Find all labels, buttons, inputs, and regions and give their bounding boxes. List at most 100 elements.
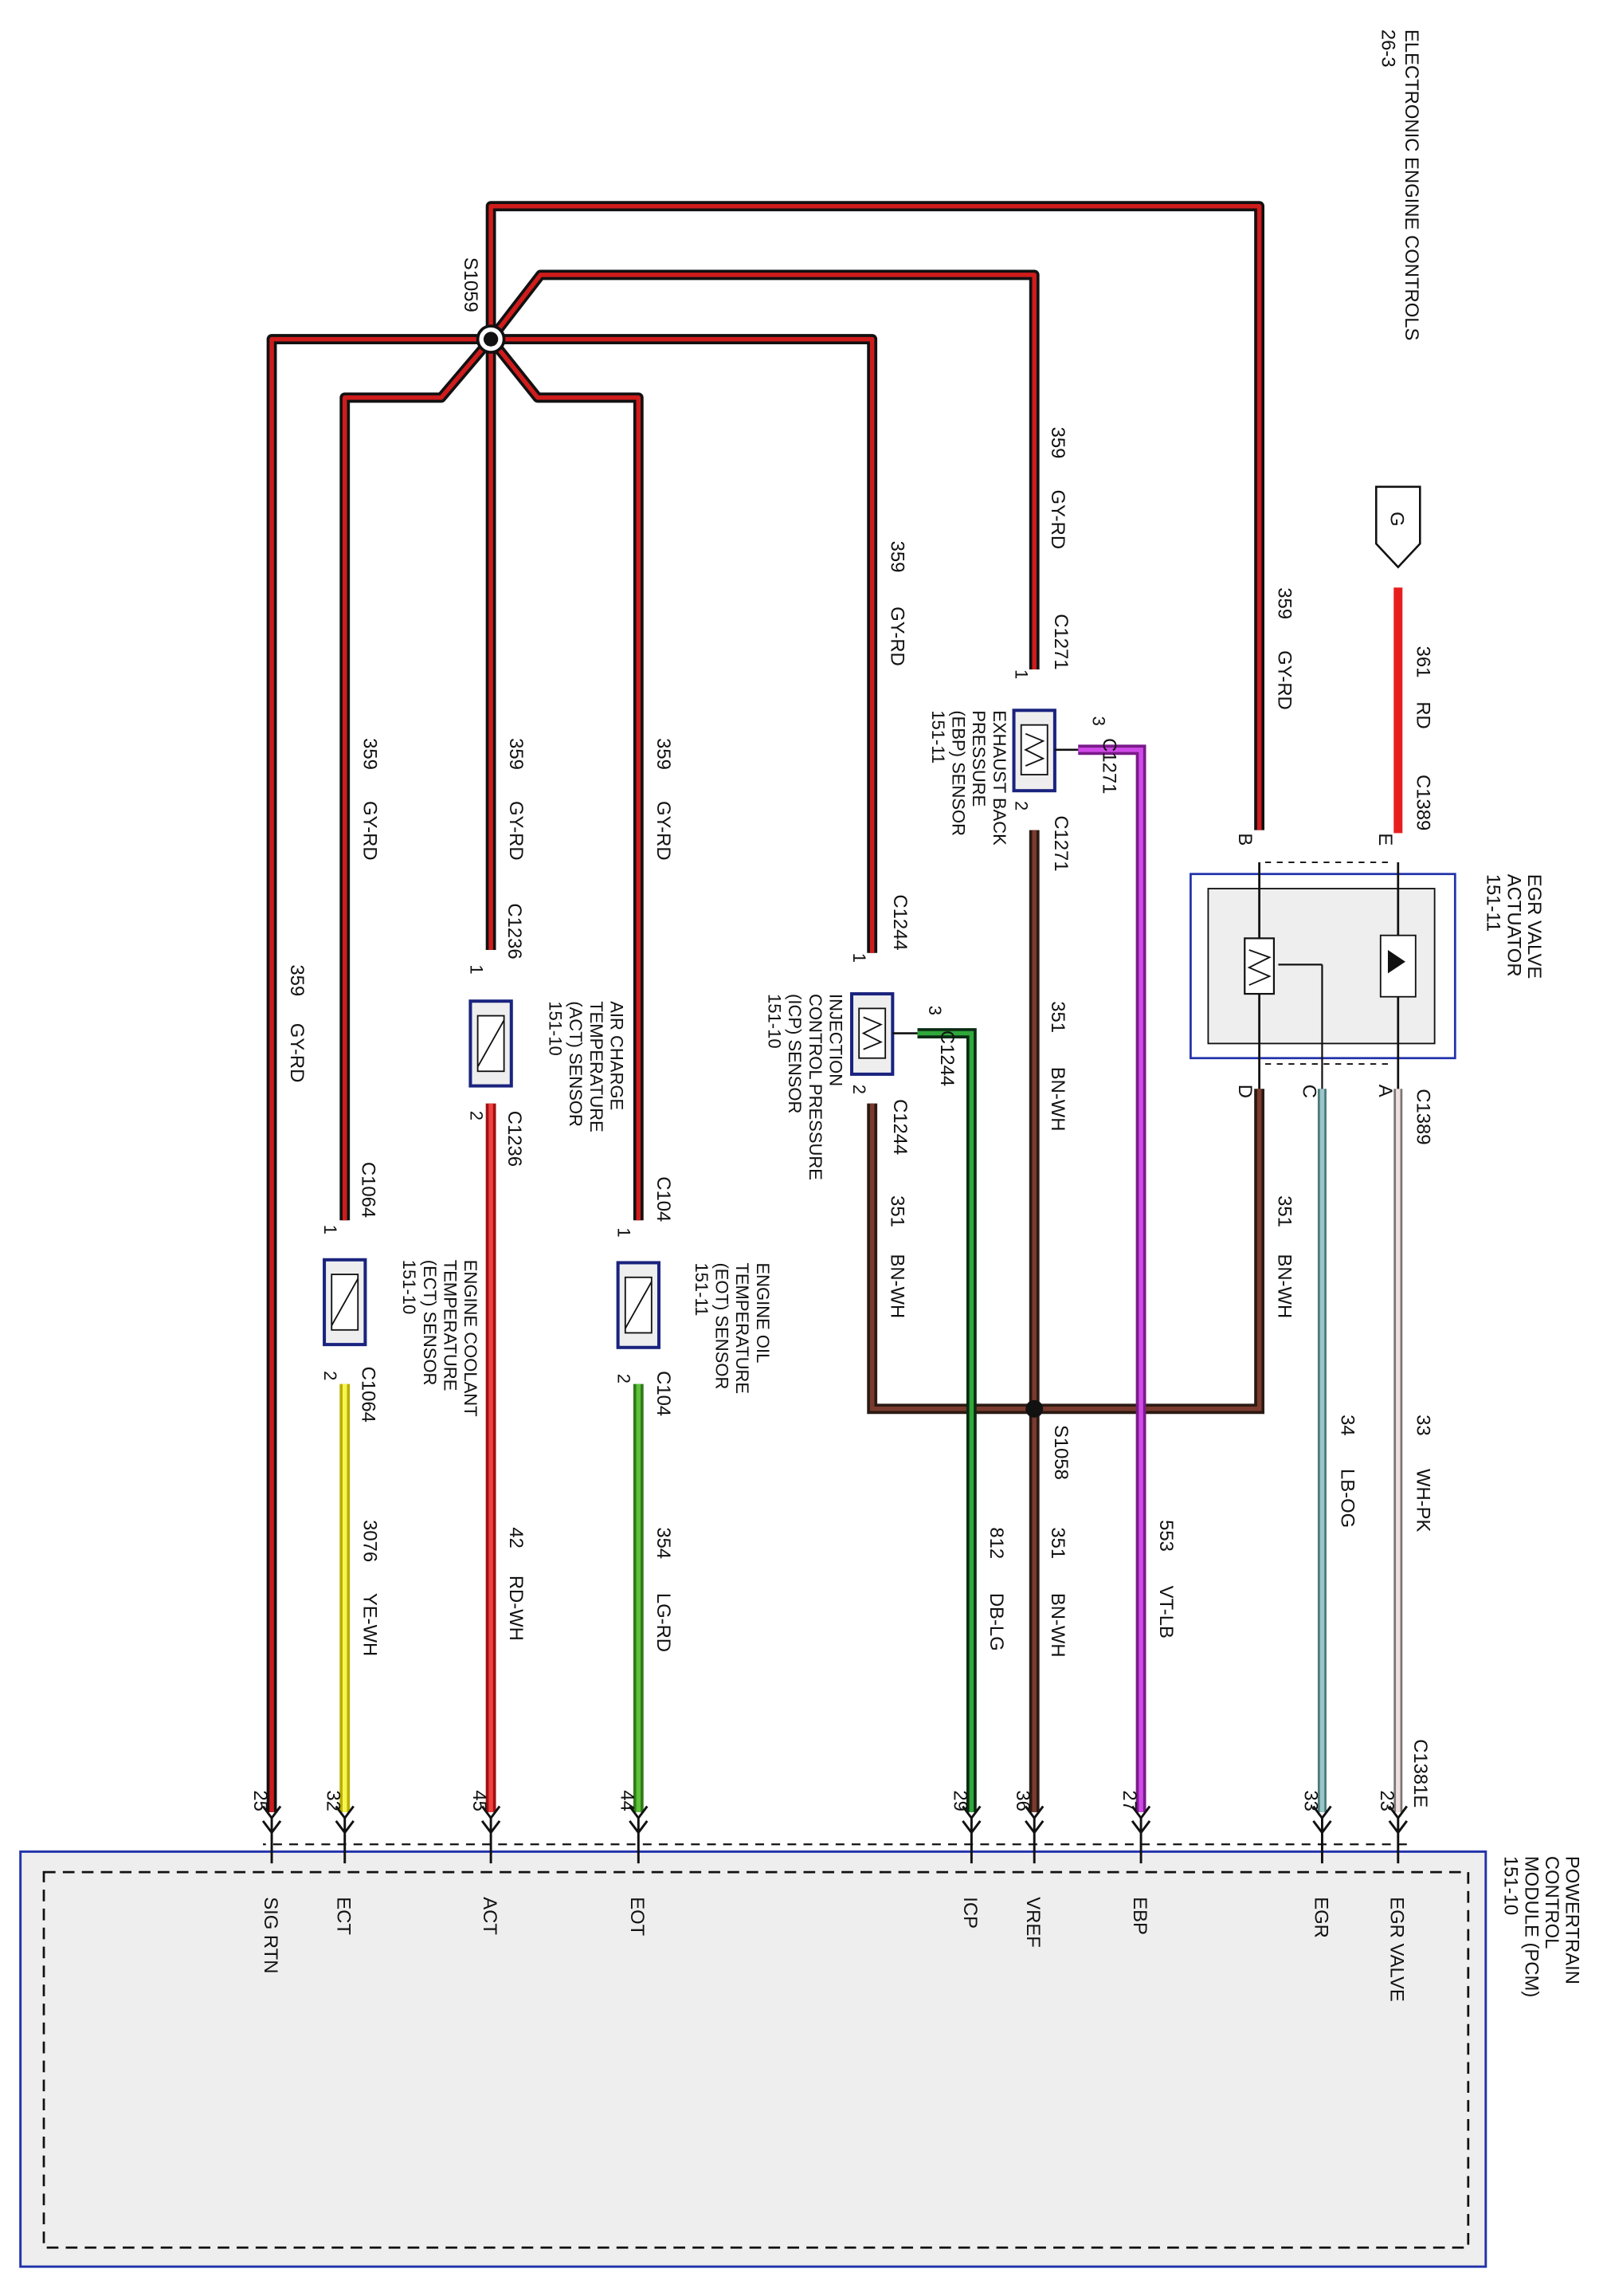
wire-label-circuit: 351 <box>1047 1527 1068 1559</box>
ect-pin-1: 1 <box>320 1225 340 1234</box>
wire-label-color: GY-RD <box>887 606 908 666</box>
wire-label-color: DB-LG <box>986 1593 1007 1651</box>
pcm-pin-label: VREF <box>1022 1897 1044 1948</box>
ebp-connector-top: C1271 <box>1050 614 1072 669</box>
ebp-ref: 151-11 <box>928 710 948 763</box>
eot-sensor: 1 2 C104 C104 ENGINE OIL TEMPERATURE (EO… <box>614 1176 773 1416</box>
wire-label-color: GY-RD <box>1273 650 1295 710</box>
eot-connector-bottom: C104 <box>653 1371 674 1416</box>
wire-label-circuit: 359 <box>286 964 308 996</box>
wire-label-color: GY-RD <box>1047 489 1068 549</box>
wire-label-circuit: 812 <box>986 1527 1007 1559</box>
eot-name-1: ENGINE OIL <box>753 1262 773 1363</box>
wire-label-color: GY-RD <box>286 1023 308 1083</box>
pcm-pin-label: EGR <box>1310 1897 1331 1938</box>
wire-label-color: GY-RD <box>359 801 381 861</box>
wire-label-color: LB-OG <box>1336 1469 1358 1528</box>
ebp-connector-side: C1271 <box>1098 738 1119 794</box>
pcm-label-line-2: CONTROL <box>1541 1856 1562 1949</box>
pcm-pin-label: EOT <box>626 1897 648 1936</box>
egr-pin-e: E <box>1374 833 1396 846</box>
pcm-pin-labels: EGR VALVE EGR EBP VREF ICP EOT ACT ECT S… <box>260 1897 1408 2002</box>
pcm-pin-label: SIG RTN <box>260 1897 281 1973</box>
wire-label-circuit: 359 <box>359 738 381 770</box>
ect-ref: 151-10 <box>399 1260 419 1315</box>
wire-label-color: GY-RD <box>653 801 674 861</box>
wire-label-color: LG-RD <box>653 1593 674 1652</box>
wire-label-color: BN-WH <box>887 1254 908 1318</box>
eot-pin-1: 1 <box>614 1227 634 1237</box>
wire-label-color: BN-WH <box>1047 1593 1068 1658</box>
act-ref: 151-10 <box>545 1001 565 1056</box>
pcm-pin-number: 32 <box>323 1790 344 1811</box>
ect-sensor: 1 2 C1064 C1064 ENGINE COOLANT TEMPERATU… <box>320 1162 480 1423</box>
pcm-pin-number: 29 <box>949 1790 970 1811</box>
wire-labels: 361 RD 359 GY-RD 359 GY-RD 359 GY-RD 359… <box>286 427 1434 1658</box>
act-name-1: AIR CHARGE <box>606 1001 626 1110</box>
egr-pin-b: B <box>1234 833 1256 846</box>
act-name-3: (ACT) SENSOR <box>566 1001 586 1127</box>
wire-label-circuit: 33 <box>1413 1415 1434 1436</box>
splice-label: S1059 <box>460 257 481 312</box>
wire-label-circuit: 553 <box>1155 1520 1177 1552</box>
wire-label-circuit: 3076 <box>359 1520 381 1562</box>
page-title: ELECTRONIC ENGINE CONTROLS <box>1401 29 1422 341</box>
pcm-pin-number: 36 <box>1012 1790 1033 1811</box>
wire-label-color: VT-LB <box>1155 1586 1177 1639</box>
pcm-label-line-1: POWERTRAIN <box>1562 1856 1583 1984</box>
wire-label-color: BN-WH <box>1273 1254 1295 1318</box>
wire-label-color: WH-PK <box>1413 1469 1434 1533</box>
icp-pin-3: 3 <box>925 1006 945 1015</box>
wire-label-circuit: 42 <box>505 1527 527 1548</box>
wire-label-color: BN-WH <box>1047 1067 1068 1132</box>
ect-name-1: ENGINE COOLANT <box>461 1260 480 1417</box>
pcm-pin-label: EGR VALVE <box>1386 1897 1408 2002</box>
icp-connector-side: C1244 <box>936 1030 958 1086</box>
pcm-pin-label: ECT <box>333 1897 355 1935</box>
page-header: ELECTRONIC ENGINE CONTROLS 26-3 <box>1378 29 1422 341</box>
ect-connector-top: C1064 <box>358 1162 379 1218</box>
egr-pin-d: D <box>1234 1085 1256 1098</box>
ect-pin-2: 2 <box>320 1371 340 1380</box>
egr-name-2: ACTUATOR <box>1503 874 1524 977</box>
ebp-pin-2: 2 <box>1011 801 1031 810</box>
ect-name-2: TEMPERATURE <box>440 1260 460 1391</box>
ebp-pin-1: 1 <box>1011 669 1031 679</box>
eot-name-2: TEMPERATURE <box>732 1262 752 1394</box>
act-sensor: 1 2 C1236 C1236 AIR CHARGE TEMPERATURE (… <box>466 903 626 1167</box>
icp-name-1: INJECTION <box>826 994 846 1086</box>
pcm-ref: 151-10 <box>1500 1856 1522 1915</box>
wire-label-circuit: 354 <box>653 1527 674 1559</box>
ebp-name-2: PRESSURE <box>969 710 989 807</box>
egr-connector-top: C1389 <box>1413 775 1434 830</box>
splice-label: S1058 <box>1050 1425 1072 1480</box>
icp-ref: 151-10 <box>764 994 784 1049</box>
ebp-sensor: 1 2 3 C1271 C1271 C1271 EXHAUST BACK PRE… <box>928 614 1120 871</box>
wire-label-color: RD-WH <box>505 1576 527 1641</box>
eot-ref: 151-11 <box>692 1262 711 1316</box>
eot-connector-top: C104 <box>653 1176 674 1222</box>
splice-s1058: S1058 <box>1025 1399 1072 1480</box>
eot-pin-2: 2 <box>614 1374 634 1383</box>
pcm-pin-number: 27 <box>1119 1790 1140 1811</box>
ect-connector-bottom: C1064 <box>358 1367 379 1423</box>
icp-connector-bottom: C1244 <box>889 1099 911 1155</box>
ebp-pin-3: 3 <box>1089 716 1109 726</box>
wire-label-circuit: 361 <box>1413 646 1434 678</box>
offpage-letter: G <box>1386 512 1408 527</box>
pcm-pin-label: EBP <box>1129 1897 1150 1935</box>
wire-label-circuit: 351 <box>1273 1195 1295 1227</box>
icp-name-3: (ICP) SENSOR <box>785 994 805 1113</box>
act-connector-top: C1236 <box>504 903 525 959</box>
egr-pin-c: C <box>1299 1085 1320 1098</box>
egr-connector-bottom: C1389 <box>1413 1089 1434 1144</box>
wire-label-color: GY-RD <box>505 801 527 861</box>
ebp-name-1: EXHAUST BACK <box>990 710 1009 846</box>
pcm-module: POWERTRAIN CONTROL MODULE (PCM) 151-10 C… <box>19 1739 1583 2268</box>
pcm-pin-number: 33 <box>1299 1790 1321 1811</box>
icp-sensor: 1 2 3 C1244 C1244 C1244 INJECTION CONTRO… <box>764 894 957 1180</box>
icp-pin-1: 1 <box>849 953 869 963</box>
wire-label-circuit: 359 <box>1047 427 1068 459</box>
ebp-connector-bottom: C1271 <box>1050 815 1072 871</box>
